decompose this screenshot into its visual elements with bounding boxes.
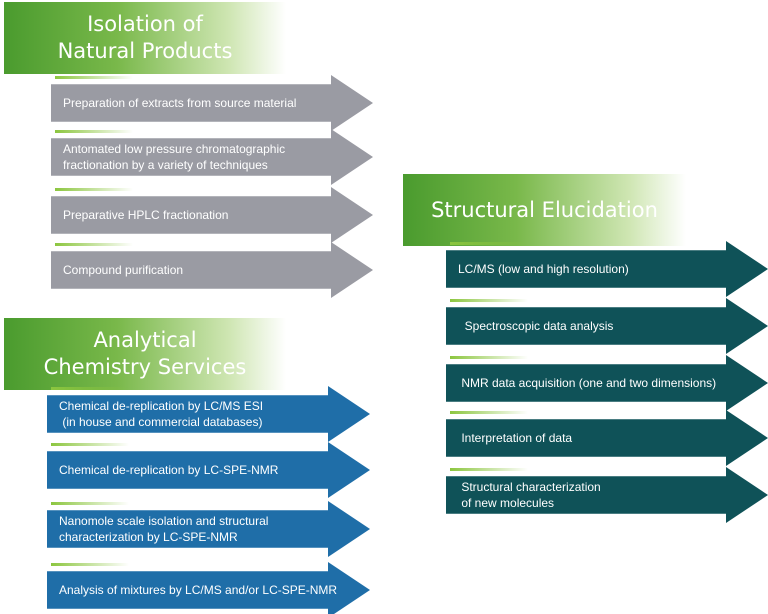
arrow-accent-line (450, 356, 528, 359)
arrow-body (446, 467, 768, 523)
structural-step-arrow: Structural characterization of new molec… (446, 467, 768, 523)
arrow-body (47, 562, 370, 614)
step-label-line: Nanomole scale isolation and structural (59, 514, 269, 528)
structural-title-line: Structural Elucidation (431, 197, 658, 222)
structural-step-label: Interpretation of data (458, 414, 572, 462)
step-label-line: Chemical de-replication by LC/MS ESI (59, 399, 264, 413)
arrow-body (51, 242, 373, 298)
arrow-body (51, 75, 373, 131)
arrow-shape (51, 129, 373, 185)
structural-step-label: Structural characterization of new molec… (458, 471, 601, 519)
structural-header: Structural Elucidation (403, 174, 686, 246)
arrow-body (47, 501, 370, 557)
arrow-body (47, 442, 370, 498)
isolation-step-arrow: Antomated low pressure chromatographic fr… (51, 129, 373, 185)
arrow-shape (446, 241, 768, 297)
isolation-title-line: Isolation of (87, 12, 203, 36)
arrow-accent-line (55, 130, 133, 133)
structural-step-arrow: NMR data acquisition (one and two dimens… (446, 355, 768, 411)
arrow-shape (47, 386, 370, 442)
analytical-step-label: Nanomole scale isolation and structural c… (59, 505, 268, 553)
isolation-step-label: Antomated low pressure chromatographic fr… (63, 133, 285, 181)
arrow-accent-line (450, 299, 528, 302)
step-label-line: Preparative HPLC fractionation (63, 208, 229, 222)
arrow-body (446, 241, 768, 297)
arrow-body (51, 129, 373, 185)
arrow-shape (51, 187, 373, 243)
arrow-body (51, 187, 373, 243)
structural-title: Structural Elucidation (431, 197, 658, 224)
step-label-line: Analysis of mixtures by LC/MS and/or LC-… (59, 583, 338, 597)
step-label-line: Interpretation of data (458, 431, 573, 445)
step-label-line: Spectroscopic data analysis (458, 319, 614, 333)
isolation-title-line: Natural Products (57, 39, 233, 63)
step-label-line: Chemical de-replication by LC-SPE-NMR (59, 463, 279, 477)
analytical-title-line: Analytical (93, 328, 197, 352)
analytical-step-arrow: Nanomole scale isolation and structural c… (47, 501, 370, 557)
arrow-shape (446, 410, 768, 466)
step-label-line: (in house and commercial databases) (59, 415, 263, 429)
step-label-line: of new molecules (458, 496, 555, 510)
isolation-step-arrow: Preparative HPLC fractionation (51, 187, 373, 243)
arrow-body (47, 386, 370, 442)
step-label-line: Antomated low pressure chromatographic (63, 142, 286, 156)
arrow-shape (51, 242, 373, 298)
step-label-line: Compound purification (63, 263, 184, 277)
structural-step-label: Spectroscopic data analysis (458, 302, 614, 350)
analytical-title-line: Chemistry Services (43, 355, 247, 379)
arrow-shape (47, 501, 370, 557)
arrow-accent-line (55, 76, 133, 79)
arrow-shape (446, 355, 768, 411)
analytical-step-arrow: Analysis of mixtures by LC/MS and/or LC-… (47, 562, 370, 614)
arrow-accent-line (55, 188, 133, 191)
arrow-shape (47, 562, 370, 614)
arrow-accent-line (450, 411, 528, 414)
step-label-line: LC/MS (low and high resolution) (458, 262, 629, 276)
arrow-accent-line (51, 563, 129, 566)
arrow-accent-line (450, 242, 528, 245)
analytical-step-label: Chemical de-replication by LC/MS ESI (in… (59, 390, 263, 438)
isolation-step-arrow: Preparation of extracts from source mate… (51, 75, 373, 131)
structural-step-label: NMR data acquisition (one and two dimens… (458, 359, 716, 407)
arrow-body (446, 298, 768, 354)
step-label-line: Structural characterization (458, 480, 601, 494)
structural-step-arrow: LC/MS (low and high resolution) (446, 241, 768, 297)
isolation-title: Isolation of Natural Products (58, 11, 233, 65)
arrow-body (446, 410, 768, 466)
arrow-accent-line (51, 387, 129, 390)
analytical-step-label: Chemical de-replication by LC-SPE-NMR (59, 446, 278, 494)
step-label-line: Preparation of extracts from source mate… (63, 96, 297, 110)
arrow-shape (446, 467, 768, 523)
structural-step-label: LC/MS (low and high resolution) (458, 245, 629, 293)
structural-step-arrow: Interpretation of data (446, 410, 768, 466)
analytical-step-arrow: Chemical de-replication by LC-SPE-NMR (47, 442, 370, 498)
arrow-accent-line (51, 443, 129, 446)
step-label-line: fractionation by a variety of techniques (63, 158, 268, 172)
isolation-step-arrow: Compound purification (51, 242, 373, 298)
arrow-accent-line (450, 468, 528, 471)
structural-step-arrow: Spectroscopic data analysis (446, 298, 768, 354)
arrow-shape (51, 75, 373, 131)
isolation-step-label: Preparation of extracts from source mate… (63, 79, 296, 127)
arrow-body (446, 355, 768, 411)
arrow-accent-line (55, 243, 133, 246)
step-label-line: NMR data acquisition (one and two dimens… (458, 376, 717, 390)
arrow-shape (446, 298, 768, 354)
step-label-line: characterization by LC-SPE-NMR (59, 530, 238, 544)
arrow-shape (47, 442, 370, 498)
analytical-step-arrow: Chemical de-replication by LC/MS ESI (in… (47, 386, 370, 442)
isolation-header: Isolation of Natural Products (4, 2, 286, 74)
isolation-step-label: Preparative HPLC fractionation (63, 191, 228, 239)
arrow-accent-line (51, 502, 129, 505)
isolation-step-label: Compound purification (63, 246, 183, 294)
analytical-step-label: Analysis of mixtures by LC/MS and/or LC-… (59, 566, 337, 614)
